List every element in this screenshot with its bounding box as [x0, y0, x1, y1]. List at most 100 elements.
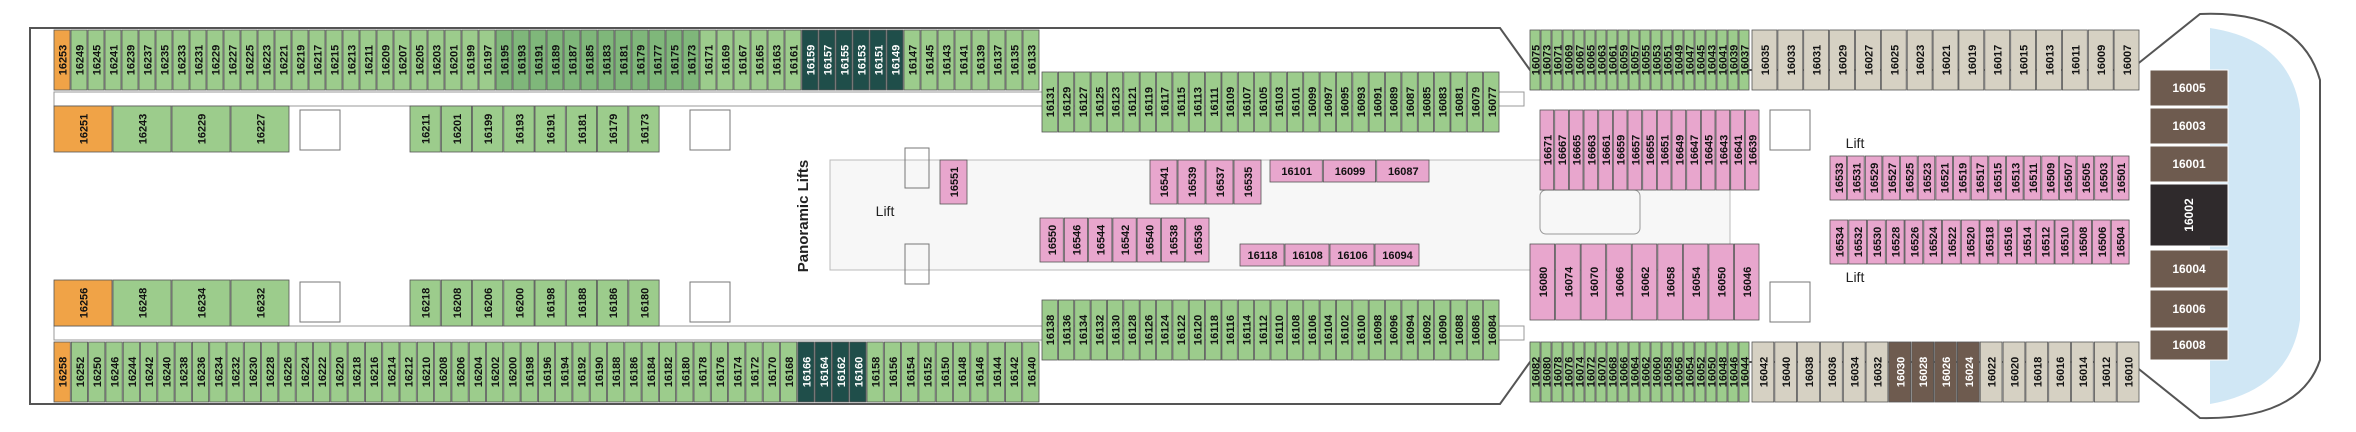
- cabin-16185[interactable]: 16185: [580, 29, 598, 91]
- cabin-16230[interactable]: 16230: [243, 341, 262, 403]
- cabin-16160[interactable]: 16160: [849, 341, 867, 403]
- cabin-16524[interactable]: 16524: [1923, 219, 1943, 265]
- cabin-16187[interactable]: 16187: [563, 29, 581, 91]
- cabin-16145[interactable]: 16145: [920, 29, 938, 91]
- cabin-16005[interactable]: 16005: [2149, 69, 2229, 107]
- cabin-16514[interactable]: 16514: [2017, 219, 2036, 265]
- cabin-16529[interactable]: 16529: [1864, 155, 1883, 201]
- cabin-16070[interactable]: 16070: [1595, 341, 1609, 403]
- cabin-16088[interactable]: 16088: [1450, 299, 1467, 361]
- cabin-16037[interactable]: 16037: [1738, 29, 1752, 91]
- cabin-16223[interactable]: 16223: [257, 29, 275, 91]
- cabin-16065[interactable]: 16065: [1584, 29, 1598, 91]
- cabin-16211[interactable]: 16211: [409, 105, 441, 153]
- cabin-16029[interactable]: 16029: [1829, 29, 1855, 91]
- cabin-16183[interactable]: 16183: [597, 29, 615, 91]
- cabin-16217[interactable]: 16217: [308, 29, 326, 91]
- cabin-16043[interactable]: 16043: [1705, 29, 1719, 91]
- cabin-16667[interactable]: 16667: [1554, 109, 1569, 191]
- cabin-16222[interactable]: 16222: [313, 341, 331, 403]
- cabin-16233[interactable]: 16233: [172, 29, 190, 91]
- cabin-16093[interactable]: 16093: [1352, 71, 1369, 133]
- cabin-16082[interactable]: 16082: [1529, 341, 1543, 403]
- cabin-16546[interactable]: 16546: [1063, 217, 1089, 263]
- cabin-16071[interactable]: 16071: [1551, 29, 1565, 91]
- cabin-16050[interactable]: 16050: [1708, 243, 1734, 321]
- cabin-16095[interactable]: 16095: [1336, 71, 1353, 133]
- cabin-16184[interactable]: 16184: [641, 341, 659, 403]
- cabin-16040[interactable]: 16040: [1774, 341, 1798, 403]
- cabin-16056[interactable]: 16056: [1672, 341, 1686, 403]
- cabin-16503[interactable]: 16503: [2094, 155, 2112, 201]
- cabin-16016[interactable]: 16016: [2048, 341, 2071, 403]
- cabin-16232[interactable]: 16232: [230, 279, 290, 327]
- cabin-16047[interactable]: 16047: [1683, 29, 1697, 91]
- cabin-16054[interactable]: 16054: [1683, 341, 1697, 403]
- cabin-16099[interactable]: 16099: [1303, 71, 1320, 133]
- cabin-16158[interactable]: 16158: [866, 341, 884, 403]
- cabin-16639[interactable]: 16639: [1744, 109, 1760, 191]
- cabin-16511[interactable]: 16511: [2023, 155, 2042, 201]
- cabin-16544[interactable]: 16544: [1088, 217, 1113, 263]
- cabin-16169[interactable]: 16169: [716, 29, 734, 91]
- cabin-16020[interactable]: 16020: [2002, 341, 2026, 403]
- cabin-16154[interactable]: 16154: [901, 341, 919, 403]
- cabin-16080[interactable]: 16080: [1529, 243, 1556, 321]
- cabin-16180[interactable]: 16180: [628, 279, 660, 327]
- cabin-16204[interactable]: 16204: [468, 341, 486, 403]
- cabin-16228[interactable]: 16228: [261, 341, 279, 403]
- cabin-16067[interactable]: 16067: [1573, 29, 1587, 91]
- cabin-16193[interactable]: 16193: [512, 29, 530, 91]
- cabin-16148[interactable]: 16148: [953, 341, 971, 403]
- cabin-16061[interactable]: 16061: [1606, 29, 1620, 91]
- cabin-16010[interactable]: 16010: [2116, 341, 2140, 403]
- cabin-16200[interactable]: 16200: [503, 341, 521, 403]
- cabin-16087[interactable]: 16087: [1401, 71, 1418, 133]
- cabin-16070[interactable]: 16070: [1580, 243, 1607, 321]
- cabin-16258[interactable]: 16258: [53, 341, 71, 403]
- cabin-16198[interactable]: 16198: [534, 279, 566, 327]
- cabin-16225[interactable]: 16225: [240, 29, 258, 91]
- cabin-16144[interactable]: 16144: [987, 341, 1005, 403]
- cabin-16121[interactable]: 16121: [1123, 71, 1140, 133]
- cabin-16035[interactable]: 16035: [1751, 29, 1778, 91]
- cabin-16513[interactable]: 16513: [2006, 155, 2024, 201]
- cabin-16251[interactable]: 16251: [53, 105, 113, 153]
- cabin-16551[interactable]: 16551: [939, 159, 968, 205]
- cabin-16134[interactable]: 16134: [1074, 299, 1091, 361]
- cabin-16199[interactable]: 16199: [461, 29, 479, 91]
- cabin-16661[interactable]: 16661: [1598, 109, 1613, 191]
- cabin-16075[interactable]: 16075: [1529, 29, 1543, 91]
- cabin-16066[interactable]: 16066: [1617, 341, 1631, 403]
- cabin-16201[interactable]: 16201: [440, 105, 472, 153]
- cabin-16181[interactable]: 16181: [565, 105, 597, 153]
- cabin-16105[interactable]: 16105: [1254, 71, 1271, 133]
- cabin-16510[interactable]: 16510: [2054, 219, 2074, 265]
- cabin-16179[interactable]: 16179: [597, 105, 629, 153]
- cabin-16229[interactable]: 16229: [206, 29, 224, 91]
- cabin-16001[interactable]: 16001: [2149, 145, 2229, 183]
- cabin-16155[interactable]: 16155: [835, 29, 853, 91]
- cabin-16115[interactable]: 16115: [1172, 71, 1189, 133]
- cabin-16077[interactable]: 16077: [1483, 71, 1500, 133]
- cabin-16034[interactable]: 16034: [1842, 341, 1866, 403]
- cabin-16665[interactable]: 16665: [1568, 109, 1584, 191]
- cabin-16649[interactable]: 16649: [1671, 109, 1686, 191]
- cabin-16167[interactable]: 16167: [733, 29, 751, 91]
- cabin-16220[interactable]: 16220: [330, 341, 348, 403]
- cabin-16535[interactable]: 16535: [1233, 159, 1262, 205]
- cabin-16516[interactable]: 16516: [1998, 219, 2018, 265]
- cabin-16205[interactable]: 16205: [410, 29, 428, 91]
- cabin-16091[interactable]: 16091: [1368, 71, 1385, 133]
- cabin-16224[interactable]: 16224: [295, 341, 313, 403]
- cabin-16055[interactable]: 16055: [1639, 29, 1653, 91]
- cabin-16059[interactable]: 16059: [1617, 29, 1631, 91]
- cabin-16539[interactable]: 16539: [1177, 159, 1206, 205]
- cabin-16038[interactable]: 16038: [1797, 341, 1820, 403]
- cabin-16248[interactable]: 16248: [112, 279, 172, 327]
- cabin-16655[interactable]: 16655: [1642, 109, 1657, 191]
- cabin-16131[interactable]: 16131: [1041, 71, 1058, 133]
- cabin-16033[interactable]: 16033: [1777, 29, 1804, 91]
- cabin-16014[interactable]: 16014: [2071, 341, 2094, 403]
- cabin-16151[interactable]: 16151: [869, 29, 887, 91]
